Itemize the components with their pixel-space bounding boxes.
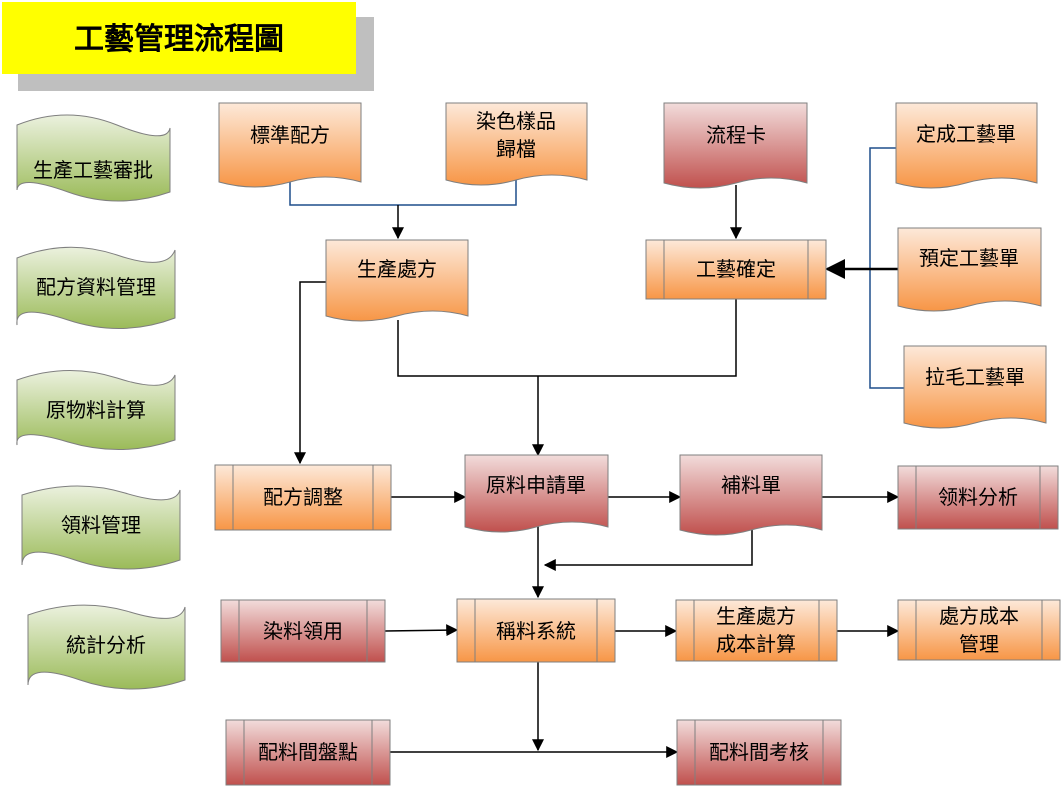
node-label: 配料間盤點 (258, 740, 358, 764)
diagram-title: 工藝管理流程圖 (74, 22, 284, 57)
connectors (289, 147, 904, 758)
node-label: 染色樣品 (476, 109, 556, 133)
node-label: 定成工藝單 (916, 122, 1016, 146)
connector-prescription-down (397, 299, 737, 377)
node-label: 標準配方 (250, 123, 330, 147)
node-production-prescription: 生產處方 (325, 239, 469, 322)
node-label: 生產處方 (716, 604, 796, 628)
node-label: 處方成本 (939, 604, 1019, 628)
node-mixing-assessment: 配料間考核 (676, 719, 842, 786)
node-label: 拉毛工藝單 (925, 365, 1025, 389)
node-label: 預定工藝單 (919, 246, 1019, 270)
node-mixing-inventory: 配料間盤點 (225, 719, 391, 786)
node-dye-sample: 染色樣品 歸檔 (445, 102, 588, 186)
side-tab-approval: 生產工藝審批 (16, 114, 171, 202)
side-tab-label: 配方資料管理 (36, 275, 156, 299)
node-preset-process: 預定工藝單 (897, 227, 1042, 312)
side-tab-statistics: 統計分析 (27, 604, 186, 690)
title-banner: 工藝管理流程圖 (2, 2, 374, 91)
node-label: 工藝確定 (696, 257, 776, 281)
side-tab-formula-data: 配方資料管理 (16, 246, 176, 330)
node-label: 稱料系統 (496, 619, 576, 643)
node-label: 歸檔 (496, 137, 536, 161)
node-material-analysis: 领料分析 (897, 465, 1059, 530)
node-label: 原料申請單 (486, 473, 586, 497)
node-prescription-cost: 生產處方 成本計算 (675, 599, 838, 662)
node-weighing-system: 稱料系統 (456, 598, 616, 663)
connector-to-adjust (294, 281, 326, 465)
node-process-confirm: 工藝確定 (645, 239, 827, 300)
node-formula-adjust: 配方調整 (214, 464, 392, 531)
node-label: 補料單 (721, 473, 781, 497)
node-napping-process: 拉毛工藝單 (903, 345, 1047, 429)
node-supplement: 補料單 (679, 454, 823, 536)
node-label: 成本計算 (716, 632, 796, 656)
connector-dye-to-weighing (384, 624, 459, 637)
side-tab-label: 生產工藝審批 (33, 158, 153, 182)
node-label: 管理 (959, 632, 999, 656)
side-tab-material-mgmt: 領料管理 (21, 485, 181, 570)
node-prescription-cost-mgmt: 處方成本 管理 (897, 599, 1061, 661)
node-process-card: 流程卡 (663, 102, 808, 189)
node-dye-usage: 染料領用 (220, 599, 386, 663)
side-tab-label: 統計分析 (66, 633, 146, 657)
side-tab-label: 領料管理 (61, 513, 141, 537)
connector-supplement-return (543, 530, 753, 571)
node-label: 配方調整 (263, 485, 343, 509)
node-standard-formula: 標準配方 (218, 102, 362, 188)
side-tab-material-calc: 原物料計算 (16, 369, 176, 451)
connector-formula-merge (289, 180, 517, 206)
node-label: 领料分析 (938, 485, 1018, 509)
node-label: 生產處方 (357, 257, 437, 281)
node-fixed-process: 定成工藝單 (895, 102, 1038, 189)
node-label: 染料領用 (263, 619, 343, 643)
side-tab-label: 原物料計算 (46, 398, 146, 422)
node-label: 流程卡 (706, 123, 766, 147)
node-label: 配料間考核 (709, 740, 809, 764)
node-material-request: 原料申請單 (464, 454, 609, 533)
